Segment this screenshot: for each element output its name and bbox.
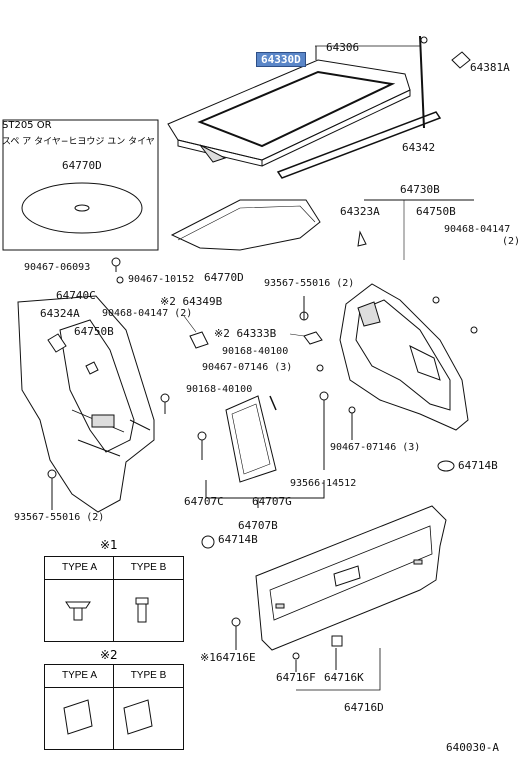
label-64707B[interactable]: 64707B <box>238 519 278 532</box>
label-93567-55016-right[interactable]: 93567-55016 (2) <box>264 278 355 289</box>
label-90467-07146-left[interactable]: 90467-07146 (3) <box>202 362 293 373</box>
label-64750B-right[interactable]: 64750B <box>416 205 456 218</box>
label-90168-40100-lower[interactable]: 90168-40100 <box>186 384 253 395</box>
label-90168-40100-upper[interactable]: 90168-40100 <box>222 346 289 357</box>
label-64306[interactable]: 64306 <box>326 41 360 54</box>
type-table-1-mark: ※1 <box>100 538 118 552</box>
label-64324A[interactable]: 64324A <box>40 307 80 320</box>
trim-strip-shape <box>276 111 442 179</box>
label-90468-04147-right[interactable]: 90468-04147 <box>444 224 511 235</box>
label-93566-14512[interactable]: 93566-14512 <box>290 478 357 489</box>
type-table-1-header-b: TYPE B <box>114 557 183 580</box>
type-table-2: TYPE A TYPE B <box>44 664 184 750</box>
left-side-panel-shape <box>17 295 155 513</box>
type-table-1: TYPE A TYPE B <box>44 556 184 642</box>
type-table-2-mark: ※2 <box>100 648 118 662</box>
label-64716F[interactable]: 64716F <box>276 671 316 684</box>
label-64740C[interactable]: 64740C <box>56 289 96 302</box>
diagram-code: 640030-A <box>446 741 499 754</box>
type-table-2-header-a: TYPE A <box>45 665 114 688</box>
label-64342[interactable]: 64342 <box>402 141 436 154</box>
label-90467-06093[interactable]: 90467-06093 <box>24 262 91 273</box>
label-90468-04147-right-qty[interactable]: (2) <box>502 236 521 247</box>
fastener-icons <box>63 597 153 735</box>
label-64714B-right[interactable]: 64714B <box>458 459 498 472</box>
back-trim-panel-shape <box>255 505 447 651</box>
st205-note-line1: ST205 OR <box>2 120 52 131</box>
label-64750B-left[interactable]: 64750B <box>74 325 114 338</box>
label-64716K[interactable]: 64716K <box>324 671 364 684</box>
type-table-2-header-b: TYPE B <box>114 665 183 688</box>
side-cover-shape <box>225 395 277 483</box>
label-64333B[interactable]: ※2 64333B <box>214 327 277 340</box>
label-64770D-spare[interactable]: 64770D <box>62 159 102 172</box>
st205-note-line2: スペ ア タイヤ−ヒヨウジ ユン タイヤ <box>2 137 155 147</box>
label-90467-10152[interactable]: 90467-10152 <box>128 274 195 285</box>
label-64707G[interactable]: 64707G <box>252 495 292 508</box>
right-side-panel-shape <box>339 283 469 431</box>
label-64770D-trunk[interactable]: 64770D <box>204 271 244 284</box>
label-64381A[interactable]: 64381A <box>470 61 510 74</box>
label-64349B[interactable]: ※2 64349B <box>160 295 223 308</box>
label-64323A[interactable]: 64323A <box>340 205 380 218</box>
type-table-2-divider <box>113 665 114 749</box>
type-table-1-header-a: TYPE A <box>45 557 114 580</box>
label-164716E[interactable]: ※164716E <box>200 651 256 664</box>
label-64716D[interactable]: 64716D <box>344 701 384 714</box>
type-table-1-divider <box>113 557 114 641</box>
label-64730B[interactable]: 64730B <box>400 183 440 196</box>
label-64330D-highlighted[interactable]: 64330D <box>256 52 306 67</box>
label-93567-55016-left[interactable]: 93567-55016 (2) <box>14 512 105 523</box>
label-90467-07146-right[interactable]: 90467-07146 (3) <box>330 442 421 453</box>
package-tray-shape <box>167 59 411 167</box>
label-64707C[interactable]: 64707C <box>184 495 224 508</box>
label-64714B-left[interactable]: 64714B <box>218 533 258 546</box>
label-90468-04147-left[interactable]: 90468-04147 (2) <box>102 308 193 319</box>
